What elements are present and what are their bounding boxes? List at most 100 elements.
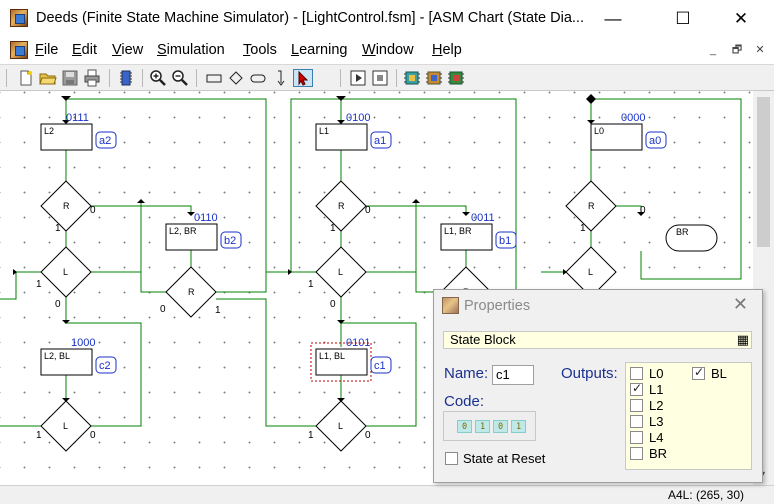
- component-c-icon[interactable]: [447, 69, 465, 87]
- state-code: 1000: [71, 337, 95, 349]
- output-checkbox[interactable]: [630, 431, 643, 444]
- menu-help[interactable]: Help: [432, 42, 462, 58]
- scrollbar-thumb[interactable]: [757, 97, 770, 247]
- state-name-input[interactable]: c1: [492, 365, 534, 385]
- menu-bar: File Edit View Simulation Tools Learning…: [0, 38, 774, 63]
- toolbar-separator: [142, 69, 143, 87]
- decision-label: R: [63, 201, 70, 211]
- branch-label: 1: [330, 223, 336, 234]
- branch-label: 1: [308, 430, 314, 441]
- zoom-out-icon[interactable]: [171, 69, 189, 87]
- outputs-label: Outputs:: [561, 365, 618, 382]
- state-code: 0111: [66, 112, 89, 124]
- decision-block-icon[interactable]: [227, 69, 245, 87]
- copy-chip-icon[interactable]: [117, 69, 135, 87]
- decision-r-col1[interactable]: R: [40, 180, 92, 232]
- toolbar-separator: [340, 69, 341, 87]
- select-pointer-icon[interactable]: [293, 69, 313, 87]
- state-code-field[interactable]: 0 1 0 1: [443, 411, 536, 441]
- state-outputs: L2: [44, 126, 54, 136]
- maximize-button[interactable]: ☐: [675, 9, 691, 28]
- menu-simulation[interactable]: Simulation: [157, 42, 225, 58]
- new-file-icon[interactable]: [17, 69, 35, 87]
- state-block-a1[interactable]: L1 0100 a1: [315, 112, 392, 151]
- start-simulation-icon[interactable]: [349, 69, 367, 87]
- branch-label: 1: [215, 305, 221, 316]
- state-block-icon[interactable]: [205, 69, 223, 87]
- document-icon[interactable]: [10, 41, 28, 59]
- menu-learning[interactable]: Learning: [291, 42, 348, 58]
- code-bit[interactable]: 0: [493, 420, 508, 433]
- decision-r-b2[interactable]: R: [165, 266, 217, 318]
- decision-l-col1[interactable]: L: [40, 246, 92, 298]
- output-checkbox[interactable]: [630, 399, 643, 412]
- decision-r-col3[interactable]: R: [565, 180, 617, 232]
- output-block-icon[interactable]: [249, 69, 267, 87]
- code-bit[interactable]: 1: [475, 420, 490, 433]
- properties-close-button[interactable]: ✕: [732, 294, 748, 314]
- output-checkbox[interactable]: [630, 447, 643, 460]
- state-block-a2[interactable]: L2 0111 a2: [40, 112, 117, 151]
- decision-label: R: [588, 201, 595, 211]
- toolbar: [0, 64, 774, 91]
- state-block-b1[interactable]: L1, BR 0011 b1: [440, 212, 517, 251]
- asm-chart-canvas[interactable]: L2 0111 a2 L2, BR 0110 b2 L2, BL 1000 c2…: [0, 91, 753, 485]
- mdi-close-button[interactable]: ✕: [755, 44, 765, 56]
- output-label: L0: [649, 366, 664, 381]
- close-button[interactable]: ✕: [733, 9, 749, 28]
- asm-chart: L2 0111 a2 L2, BR 0110 b2 L2, BL 1000 c2…: [0, 94, 742, 452]
- state-block-c2[interactable]: L2, BL 1000 c2: [40, 337, 117, 376]
- menu-tools[interactable]: Tools: [243, 42, 277, 58]
- branch-label: 0: [55, 299, 61, 310]
- output-label: BL: [711, 366, 727, 381]
- save-icon[interactable]: [61, 69, 79, 87]
- output-label: L1: [649, 382, 664, 397]
- component-b-icon[interactable]: [425, 69, 443, 87]
- outputs-list: L0 L1 L2 L3 L4 BR BL: [625, 362, 752, 470]
- output-checkbox[interactable]: [692, 365, 705, 380]
- mdi-restore-button[interactable]: 🗗: [731, 44, 743, 56]
- stop-simulation-icon[interactable]: [371, 69, 389, 87]
- decision-l-col2[interactable]: L: [315, 246, 367, 298]
- code-bit[interactable]: 0: [457, 420, 472, 433]
- state-block-c1-selected[interactable]: L1, BL 0101 c1: [310, 337, 392, 382]
- menu-window[interactable]: Window: [362, 42, 414, 58]
- decision-label: L: [63, 267, 68, 277]
- decision-label: L: [63, 421, 68, 431]
- component-a-icon[interactable]: [403, 69, 421, 87]
- decision-r-col2[interactable]: R: [315, 180, 367, 232]
- minimize-button[interactable]: —: [604, 9, 622, 28]
- state-name: b2: [224, 235, 236, 247]
- zoom-in-icon[interactable]: [149, 69, 167, 87]
- state-block-b2[interactable]: L2, BR 0110 b2: [165, 212, 242, 251]
- branch-label: 0: [330, 299, 336, 310]
- state-outputs: L1, BL: [319, 351, 345, 361]
- branch-labels: 1 0 1 0 0 1 1 0 1 0 1 0 1 0 1 0: [36, 205, 646, 441]
- decision-l-c2[interactable]: L: [40, 400, 92, 452]
- code-bit[interactable]: 1: [511, 420, 526, 433]
- print-icon[interactable]: [83, 69, 101, 87]
- branch-label: 0: [160, 304, 166, 315]
- menu-view[interactable]: View: [112, 42, 144, 58]
- branch-label: 0: [365, 205, 371, 216]
- state-name: c2: [99, 360, 111, 372]
- decision-l-c1[interactable]: L: [315, 400, 367, 452]
- output-label: L4: [649, 430, 664, 445]
- branch-label: 1: [55, 223, 61, 234]
- toolbar-separator: [196, 69, 197, 87]
- properties-app-icon: [442, 297, 459, 314]
- state-outputs: L2, BR: [169, 226, 197, 236]
- state-at-reset-checkbox[interactable]: [445, 452, 458, 465]
- output-checkbox[interactable]: [630, 415, 643, 428]
- mdi-minimize-button[interactable]: _: [709, 44, 717, 56]
- menu-file[interactable]: File: [35, 42, 59, 58]
- state-block-a0[interactable]: L0 0000 a0: [590, 112, 667, 151]
- output-checkbox[interactable]: [630, 367, 643, 380]
- branch-label: 1: [36, 279, 42, 290]
- link-arrow-icon[interactable]: [271, 69, 289, 87]
- open-folder-icon[interactable]: [39, 69, 57, 87]
- menu-edit[interactable]: Edit: [72, 42, 97, 58]
- conditional-output-br[interactable]: BR: [665, 224, 718, 252]
- output-checkbox[interactable]: [630, 381, 643, 396]
- app-icon[interactable]: [10, 9, 28, 27]
